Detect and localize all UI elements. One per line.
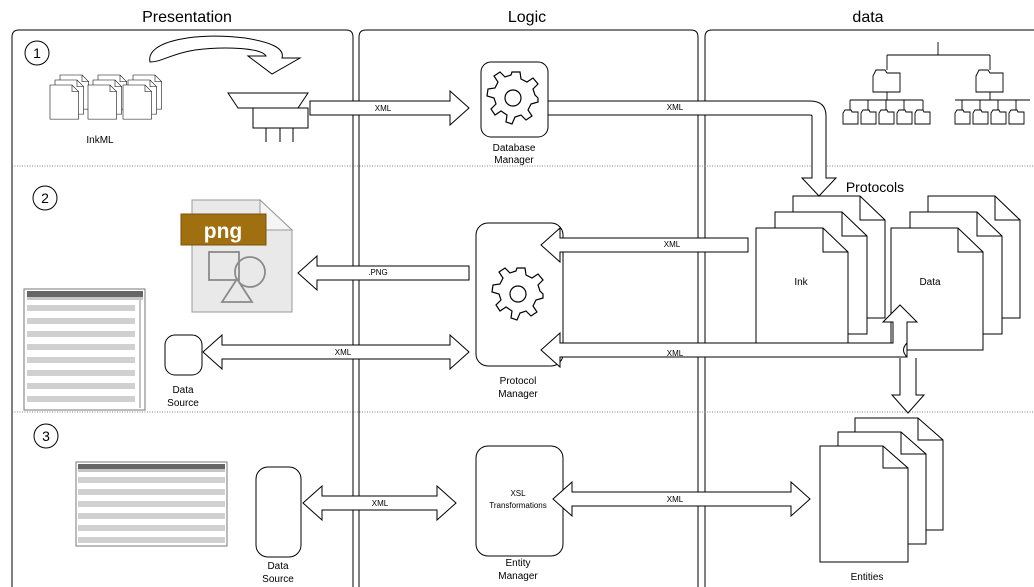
- arrow-data-source-protocol-manager: [202, 333, 470, 371]
- arrow-xml-label-right: XML: [667, 495, 684, 504]
- funnel-icon: [227, 92, 309, 142]
- bracket-connector: [903, 342, 908, 358]
- entities-label: Entities: [851, 572, 884, 583]
- ink-documents-icon: [755, 195, 886, 351]
- arrow-png-label: .PNG: [368, 268, 388, 277]
- png-file-icon: png: [180, 198, 294, 313]
- arrow-xml-label-out: XML: [667, 349, 684, 358]
- data-source-label-line1: Data: [172, 385, 194, 396]
- entity-manager-label-line2: Manager: [498, 571, 538, 582]
- arrow-xml-label-1: XML: [375, 104, 392, 113]
- png-badge-text: png: [204, 220, 242, 243]
- data-table-widget: [23, 288, 146, 411]
- step-1-number: 1: [33, 45, 41, 61]
- xsl-label-line2: Transformations: [489, 501, 547, 510]
- ink-label: Ink: [794, 277, 808, 288]
- folder-tree-icon: [842, 42, 1030, 125]
- data-source-icon: [164, 334, 203, 376]
- protocol-manager-gear-icon: [491, 267, 544, 321]
- arrow-protocols-to-entities: [890, 358, 926, 414]
- entity-table-widget: [75, 461, 228, 547]
- entities-documents-icon: [819, 417, 944, 563]
- step-3-marker: 3: [33, 423, 59, 449]
- arrow-data-source-entity-manager: [302, 484, 457, 522]
- data-label: Data: [919, 277, 941, 288]
- database-manager-label-line2: Manager: [494, 155, 534, 166]
- logic-column: [358, 29, 699, 587]
- entity-data-source-label-line2: Source: [262, 574, 294, 585]
- arrow-data-to-protocol-manager: [540, 304, 919, 369]
- entity-data-source-icon: [255, 466, 302, 558]
- presentation-column: [11, 29, 354, 587]
- column-header-logic: Logic: [508, 9, 546, 26]
- database-manager-gear-icon: [486, 71, 539, 125]
- arrow-xml-label-2: XML: [667, 103, 684, 112]
- inkml-label: InkML: [86, 135, 114, 146]
- arrow-xml-label-source: XML: [335, 348, 352, 357]
- arrow-protocol-manager-to-png: [297, 254, 470, 292]
- curved-arrow-icon: [149, 35, 302, 75]
- data-documents-icon: [890, 195, 1021, 351]
- column-header-presentation: Presentation: [142, 9, 232, 26]
- protocols-label: Protocols: [846, 179, 904, 195]
- step-2-number: 2: [41, 190, 49, 206]
- arrow-database-manager-to-protocols: [547, 100, 838, 197]
- protocol-manager-label-line2: Manager: [498, 389, 538, 400]
- arrow-entity-manager-entities: [552, 480, 811, 518]
- arrow-xml-label-left: XML: [372, 499, 389, 508]
- xsl-label-line1: XSL: [510, 489, 526, 498]
- step-3-number: 3: [42, 428, 50, 444]
- database-manager-label-line1: Database: [493, 143, 536, 154]
- protocol-manager-label-line1: Protocol: [500, 376, 537, 387]
- entity-data-source-label-line1: Data: [267, 561, 289, 572]
- step-1-marker: 1: [24, 40, 50, 66]
- inkml-documents-icon: [49, 74, 162, 120]
- data-source-label-line2: Source: [167, 398, 199, 409]
- arrow-xml-label-in: XML: [664, 240, 681, 249]
- entity-manager-label-line1: Entity: [505, 558, 530, 569]
- arrow-funnel-to-database-manager: [309, 89, 470, 127]
- data-column: [704, 29, 1034, 587]
- column-header-data: data: [852, 9, 883, 26]
- step-2-marker: 2: [32, 185, 58, 211]
- arrow-ink-to-protocol-manager: [540, 226, 749, 264]
